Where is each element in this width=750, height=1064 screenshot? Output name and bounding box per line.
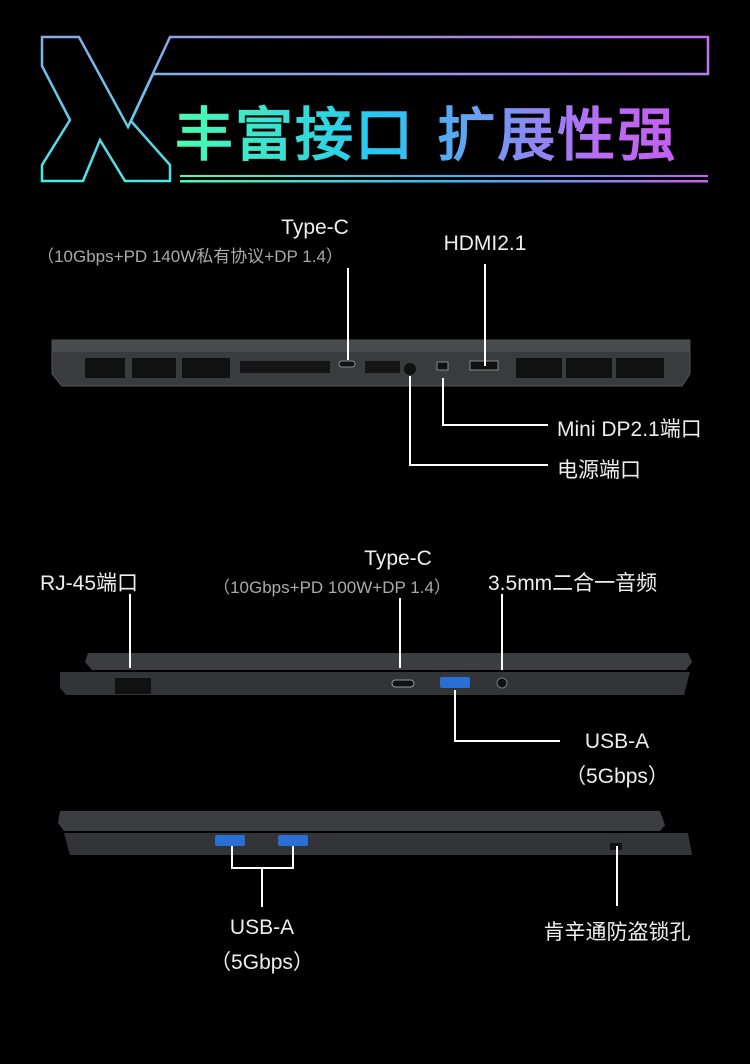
x-logo-icon <box>40 35 710 183</box>
right-usba-label: USB-A <box>229 916 295 939</box>
page-title: 丰富接口 扩展性强 <box>175 88 677 172</box>
audio-jack-label: 3.5mm二合一音频 <box>488 572 658 595</box>
minidp-label: Mini DP2.1端口 <box>557 418 702 441</box>
left-usba-label: USB-A <box>584 730 650 753</box>
right-usba-spec: （5Gbps） <box>210 951 314 974</box>
power-label: 电源端口 <box>557 459 641 482</box>
left-typec-spec: （10Gbps+PD 100W+DP 1.4） <box>213 578 451 597</box>
left-usba-spec: （5Gbps） <box>565 765 669 788</box>
laptop-right-view <box>58 811 692 855</box>
hdmi-label: HDMI2.1 <box>443 232 527 255</box>
rear-typec-spec: （10Gbps+PD 140W私有协议+DP 1.4） <box>37 247 343 266</box>
left-typec-label: Type-C <box>364 547 432 570</box>
kensington-lock-label: 肯辛通防盗锁孔 <box>543 921 691 944</box>
laptop-left-view <box>60 653 692 695</box>
rj45-label: RJ-45端口 <box>40 572 139 595</box>
header-frame <box>40 35 710 183</box>
rear-typec-label: Type-C <box>281 216 349 239</box>
laptop-rear-view <box>51 339 691 387</box>
